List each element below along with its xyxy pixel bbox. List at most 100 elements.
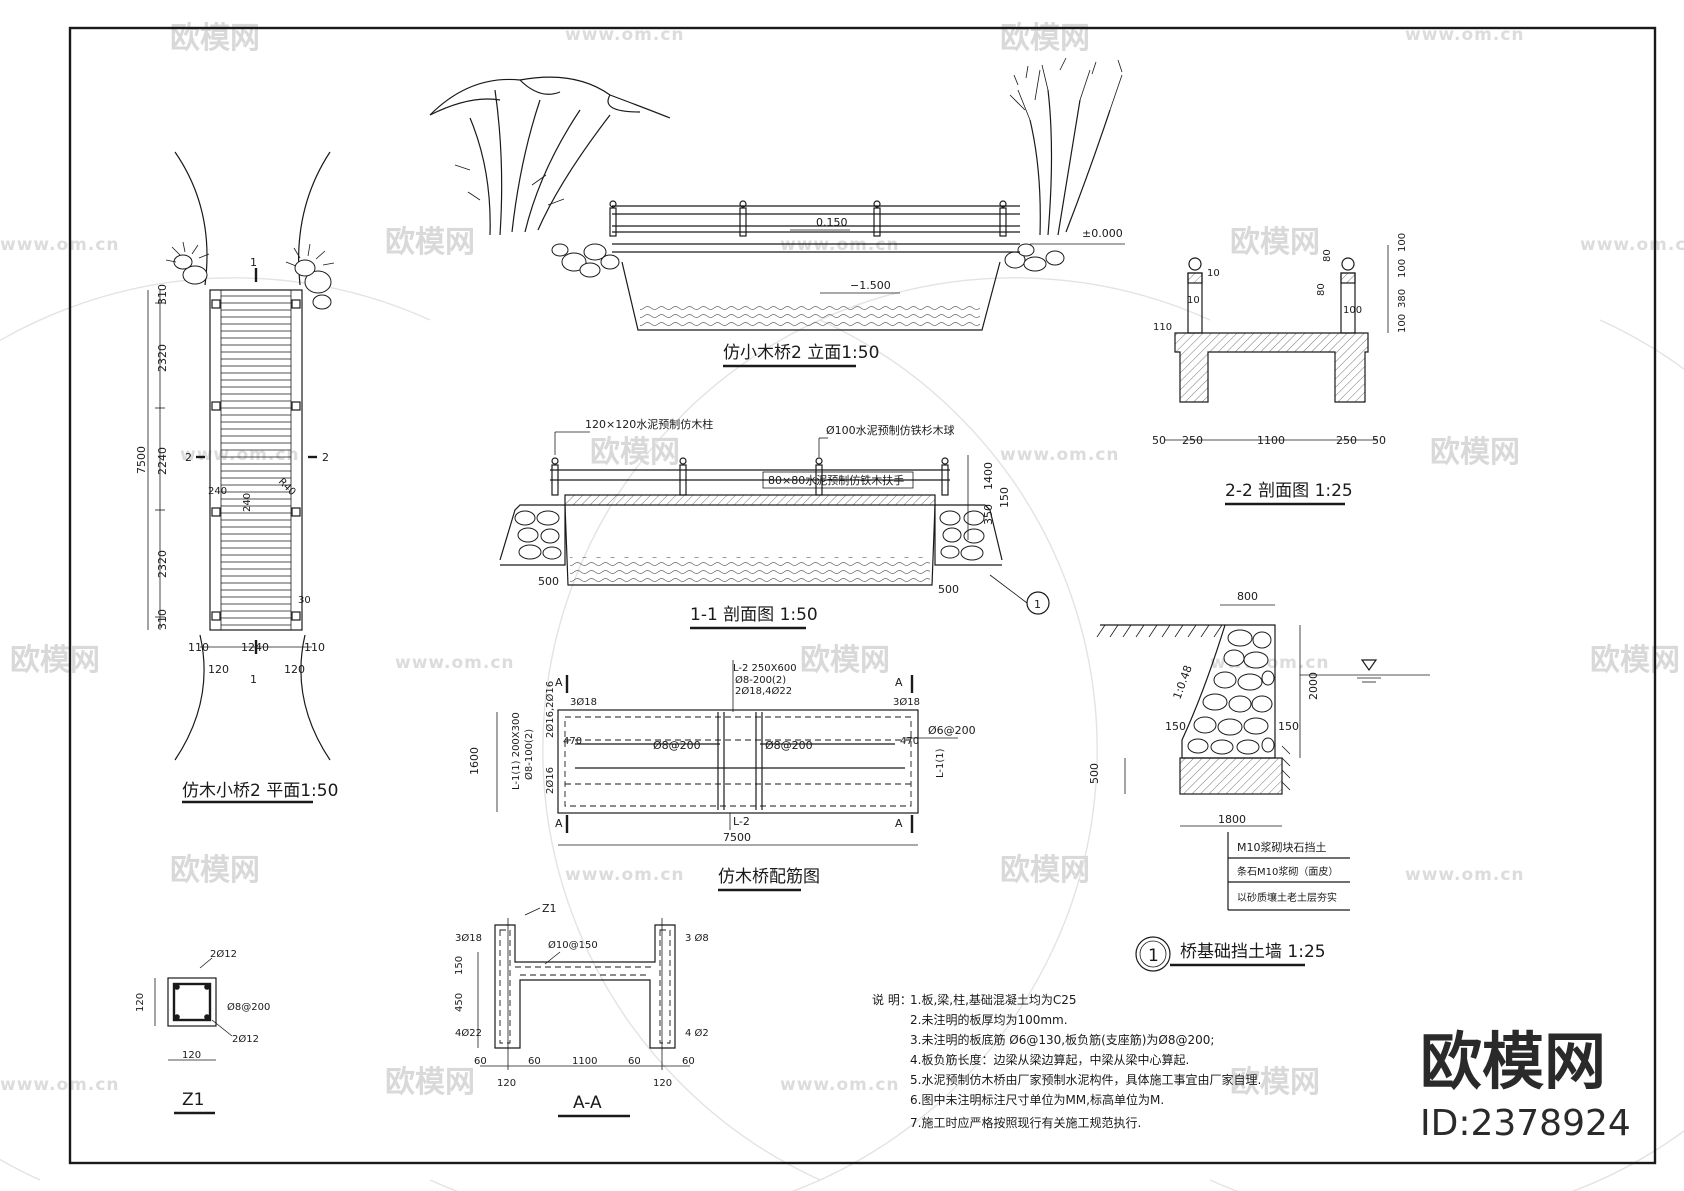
watermark-url: www.om.cn — [1000, 445, 1120, 465]
elevation-posts — [609, 200, 1007, 237]
plan-dim: 1240 — [241, 641, 269, 654]
aa-dim: 60 — [474, 1056, 487, 1067]
section-11-dim: 500 — [538, 575, 559, 588]
section-22-view: 10 10 110 80 80 100 100 100 380 100 50 2… — [1152, 233, 1408, 506]
watermark-circle-2 — [542, 277, 1211, 1181]
aa-dim: 60 — [528, 1056, 541, 1067]
plan-dim: 2240 — [156, 447, 169, 475]
elevation-title: 仿小木桥2 立面1:50 — [723, 343, 879, 363]
rocks-left — [551, 243, 620, 278]
aa-dim: 150 — [454, 956, 465, 975]
brand-id: ID:2378924 — [1420, 1103, 1631, 1144]
plan-dim: 110 — [188, 641, 209, 654]
notes-item: 5.水泥预制仿木桥由厂家预制水泥构件，具体施工事宜由厂家自理. — [910, 1072, 1261, 1087]
notes-block: 说 明： 1.板,梁,柱,基础混凝土均为C25 2.未注明的板厚均为100mm.… — [872, 992, 1261, 1130]
aa-title: A-A — [573, 1093, 602, 1113]
elevation-view: ±0.000 0.150 −1.500 仿小木桥2 立面1:50 — [429, 57, 1125, 368]
rebar-label: 2Ø16 — [544, 767, 556, 794]
section-11-posts — [551, 457, 949, 496]
section-11-dim: 500 — [938, 583, 959, 596]
plan-section-mark: 2 — [322, 451, 329, 464]
rebar-label: 3Ø18 — [893, 696, 920, 708]
rebar-title: 仿木桥配筋图 — [718, 867, 820, 887]
rebar-label: Ø6@200 — [928, 724, 976, 737]
plan-title: 仿木小桥2 平面1:50 — [182, 781, 338, 801]
notes-item: 3.未注明的板底筋 Ø6@130,板负筋(支座筋)为Ø8@200; — [910, 1032, 1214, 1047]
watermark-circle-1 — [0, 277, 431, 1181]
section-22-dim: 250 — [1182, 434, 1203, 447]
retaining-wall-footing — [1179, 757, 1283, 795]
plan-post — [291, 507, 301, 517]
aa-dim: 60 — [682, 1056, 695, 1067]
watermark-logo: 欧模网 — [385, 1065, 475, 1100]
plan-dim: 2320 — [156, 344, 169, 372]
section-22-dim: 80 — [1316, 283, 1327, 296]
tree-icon — [1009, 57, 1123, 236]
drawing-frame — [68, 26, 1657, 1165]
rebar-section-mark: A — [555, 817, 563, 830]
section-22-dim: 380 — [1397, 289, 1408, 308]
plan-post — [291, 299, 301, 309]
elevation-water — [640, 302, 980, 328]
section-11-label: Ø100水泥预制仿铁杉木球 — [826, 423, 955, 437]
rebar-dim: 1600 — [468, 747, 481, 775]
section-11-bank-left — [499, 504, 566, 566]
section-22-dim: 100 — [1397, 259, 1408, 278]
watermark-url: www.om.cn — [0, 235, 120, 255]
rocks-right — [1004, 243, 1065, 272]
plan-post — [291, 401, 301, 411]
aa-label: Z1 — [542, 902, 557, 915]
watermark-logo: 欧模网 — [800, 643, 890, 678]
plan-dim: 240 — [242, 493, 253, 512]
plan-post — [211, 507, 221, 517]
watermark-logo: 欧模网 — [590, 435, 680, 470]
wall-dim: 500 — [1088, 763, 1101, 784]
section-22-dim: 10 — [1207, 268, 1220, 279]
z1-label: Ø8@200 — [227, 1001, 270, 1013]
section-22-dim: 110 — [1153, 322, 1172, 333]
section-22-slab — [1174, 332, 1369, 403]
rebar-label: 470 — [563, 736, 582, 747]
section-11-view: 120×120水泥预制仿木柱 Ø100水泥预制仿铁杉木球 80×80水泥预制仿铁… — [499, 417, 1050, 630]
rebar-label: L-2 — [733, 815, 750, 828]
z1-label: 2Ø12 — [232, 1033, 259, 1045]
aa-section-view: Z1 3Ø18 3 Ø8 Ø10@150 4Ø22 4 Ø2 150 450 6… — [454, 902, 709, 1118]
z1-stirrup — [172, 982, 212, 1022]
z1-title: Z1 — [182, 1090, 204, 1110]
section-11-stones-right — [939, 510, 985, 561]
watermark-logo: 欧模网 — [1000, 21, 1090, 56]
watermark-url: www.om.cn — [1405, 25, 1525, 45]
notes-item: 4.板负筋长度：边梁从梁边算起，中梁从梁中心算起. — [910, 1052, 1189, 1067]
rebar-label: 470 — [900, 736, 919, 747]
z1-view: 2Ø12 Ø8@200 2Ø12 120 120 Z1 — [135, 948, 270, 1115]
rebar-label: Ø8@200 — [653, 739, 701, 752]
section-11-dim: 350 — [982, 504, 995, 525]
watermark-url: www.om.cn — [0, 1075, 120, 1095]
retaining-wall-view: 800 1:0.48 2000 150 150 500 1800 M10浆砌块石… — [1088, 590, 1430, 972]
section-22-dim: 100 — [1397, 233, 1408, 252]
rebar-label: L-2 250X600 — [733, 663, 797, 674]
wall-dim: 1800 — [1218, 813, 1246, 826]
section-11-dim: 1400 — [982, 462, 995, 490]
rebar-label: Ø8@200 — [765, 739, 813, 752]
plan-dim: 240 — [208, 486, 227, 497]
plan-dim: 120 — [284, 663, 305, 676]
plan-shrub-icon — [165, 241, 210, 285]
aa-label: 3 Ø8 — [685, 932, 709, 944]
section-11-channel — [564, 504, 936, 586]
section-11-bank-right — [934, 504, 1003, 566]
plan-section-mark: 1 — [250, 673, 257, 686]
wall-dim: 800 — [1237, 590, 1258, 603]
plan-section-mark: 2 — [185, 451, 192, 464]
wall-dim: 150 — [1165, 720, 1186, 733]
notes-item: 6.图中未注明标注尺寸单位为MM,标高单位为M. — [910, 1092, 1164, 1107]
watermark-logo: 欧模网 — [10, 643, 100, 678]
plan-post — [291, 611, 301, 621]
watermark-logo: 欧模网 — [1230, 225, 1320, 260]
notes-item: 2.未注明的板厚均为100mm. — [910, 1012, 1068, 1027]
aa-label: 4Ø22 — [455, 1027, 482, 1039]
section-11-deck — [564, 494, 936, 506]
rebar-view: A A A A L-2 250X600 Ø8-200(2) 2Ø18,4Ø22 … — [468, 660, 976, 892]
plan-view: 1 1 2 2 7500 310 2320 2240 2320 310 110 … — [135, 151, 338, 804]
